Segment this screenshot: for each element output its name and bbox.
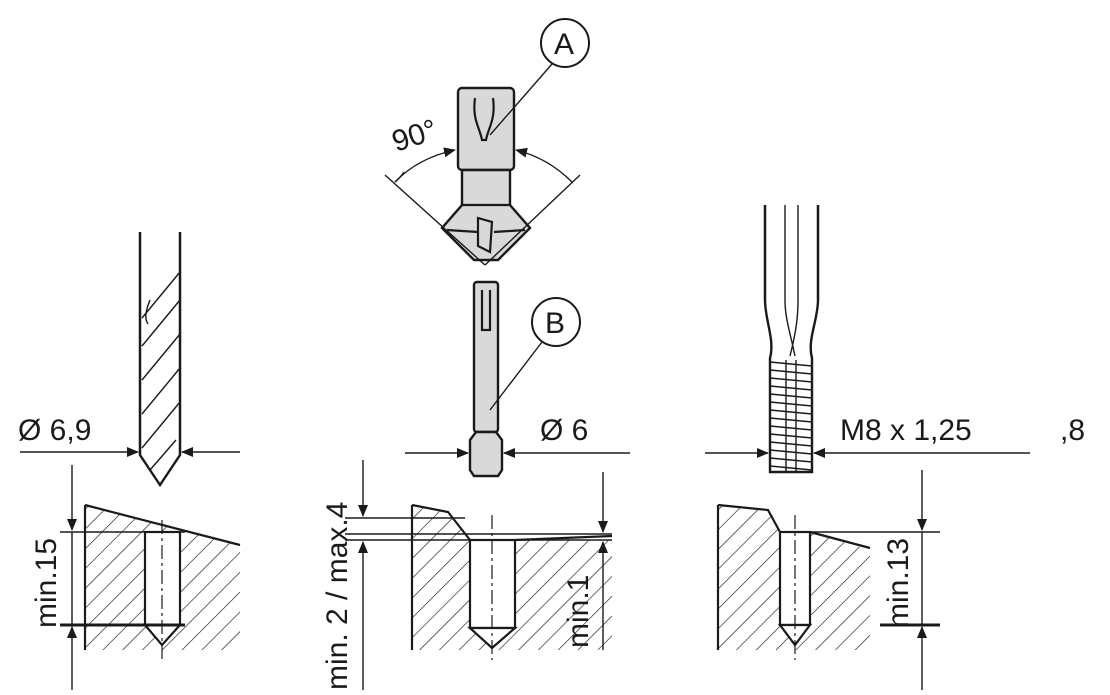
angle-label: 90°	[388, 113, 441, 158]
drill-depth-dimension: min.15	[30, 465, 185, 690]
countersink-tool	[440, 86, 532, 262]
pin-diameter-label: Ø 6	[540, 414, 588, 447]
thread-dimension: M8 x 1,25 ,8	[705, 414, 1085, 458]
countersunk-workpiece	[410, 503, 613, 660]
callout-a: A	[489, 18, 590, 136]
drill-bit	[138, 232, 182, 488]
callout-b: B	[489, 297, 581, 411]
countersink-depth-dimension: min. 2 / max.4	[321, 460, 612, 690]
threaded-workpiece	[716, 503, 871, 660]
drill-diameter-label: Ø 6,9	[18, 414, 91, 447]
pin-diameter-dimension: Ø 6	[405, 414, 630, 458]
thread-label: M8 x 1,25	[840, 414, 972, 447]
thread-depth-label: min.13	[882, 538, 915, 628]
callout-b-label: B	[545, 307, 565, 340]
tap-threads	[769, 360, 813, 472]
thread-depth-dimension: min.13	[810, 470, 940, 690]
pin-depth-dimension: min.1	[562, 472, 608, 650]
drill-diameter-dimension: Ø 6,9	[18, 414, 240, 457]
thread-tap	[763, 205, 820, 474]
countersink-depth-label: min. 2 / max.4	[321, 502, 354, 690]
drilled-workpiece	[83, 503, 241, 660]
pin-depth-label: min.1	[562, 575, 595, 648]
callout-a-label: A	[554, 28, 574, 61]
pin	[468, 280, 504, 478]
stray-text: ,8	[1060, 414, 1085, 447]
drill-depth-label: min.15	[30, 538, 63, 628]
